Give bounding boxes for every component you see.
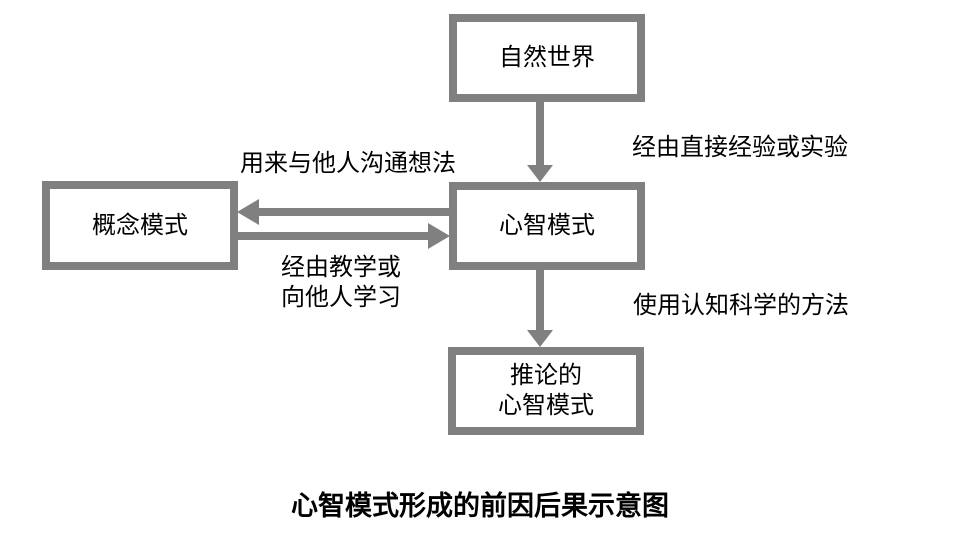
arrow-mental-to-inferred-shaft bbox=[536, 270, 544, 331]
node-natural-world: 自然世界 bbox=[449, 14, 645, 102]
arrow-natural-to-mental-shaft bbox=[536, 102, 544, 166]
arrow-natural-to-mental-head-icon bbox=[527, 165, 553, 182]
node-inferred-mental-model: 推论的 心智模式 bbox=[448, 347, 644, 435]
node-inferred-mental-model-label-line1: 推论的 bbox=[510, 362, 582, 389]
arrow-mental-to-conceptual-shaft bbox=[256, 208, 449, 216]
diagram-title: 心智模式形成的前因后果示意图 bbox=[291, 491, 669, 521]
node-mental-model: 心智模式 bbox=[449, 182, 645, 270]
arrow-mental-to-inferred-head-icon bbox=[527, 330, 553, 347]
arrow-conceptual-to-mental-shaft bbox=[237, 232, 430, 240]
edge-label-direct-experience: 经由直接经验或实验 bbox=[632, 134, 848, 161]
node-natural-world-label: 自然世界 bbox=[499, 44, 595, 71]
node-inferred-mental-model-label-line2: 心智模式 bbox=[498, 392, 594, 419]
edge-label-cognitive-science: 使用认知科学的方法 bbox=[633, 292, 849, 319]
arrow-conceptual-to-mental-head-icon bbox=[428, 223, 450, 249]
arrow-mental-to-conceptual-head-icon bbox=[237, 199, 259, 225]
node-conceptual-model-label: 概念模式 bbox=[92, 211, 188, 239]
node-mental-model-label: 心智模式 bbox=[499, 212, 595, 239]
edge-label-teaching-learning-line1: 经由教学或 bbox=[281, 254, 401, 281]
edge-label-teaching-learning: 经由教学或 向他人学习 bbox=[281, 253, 401, 313]
edge-label-teaching-learning-line2: 向他人学习 bbox=[281, 284, 401, 311]
node-conceptual-model: 概念模式 bbox=[42, 181, 238, 270]
edge-label-communicate-ideas: 用来与他人沟通想法 bbox=[240, 150, 456, 177]
